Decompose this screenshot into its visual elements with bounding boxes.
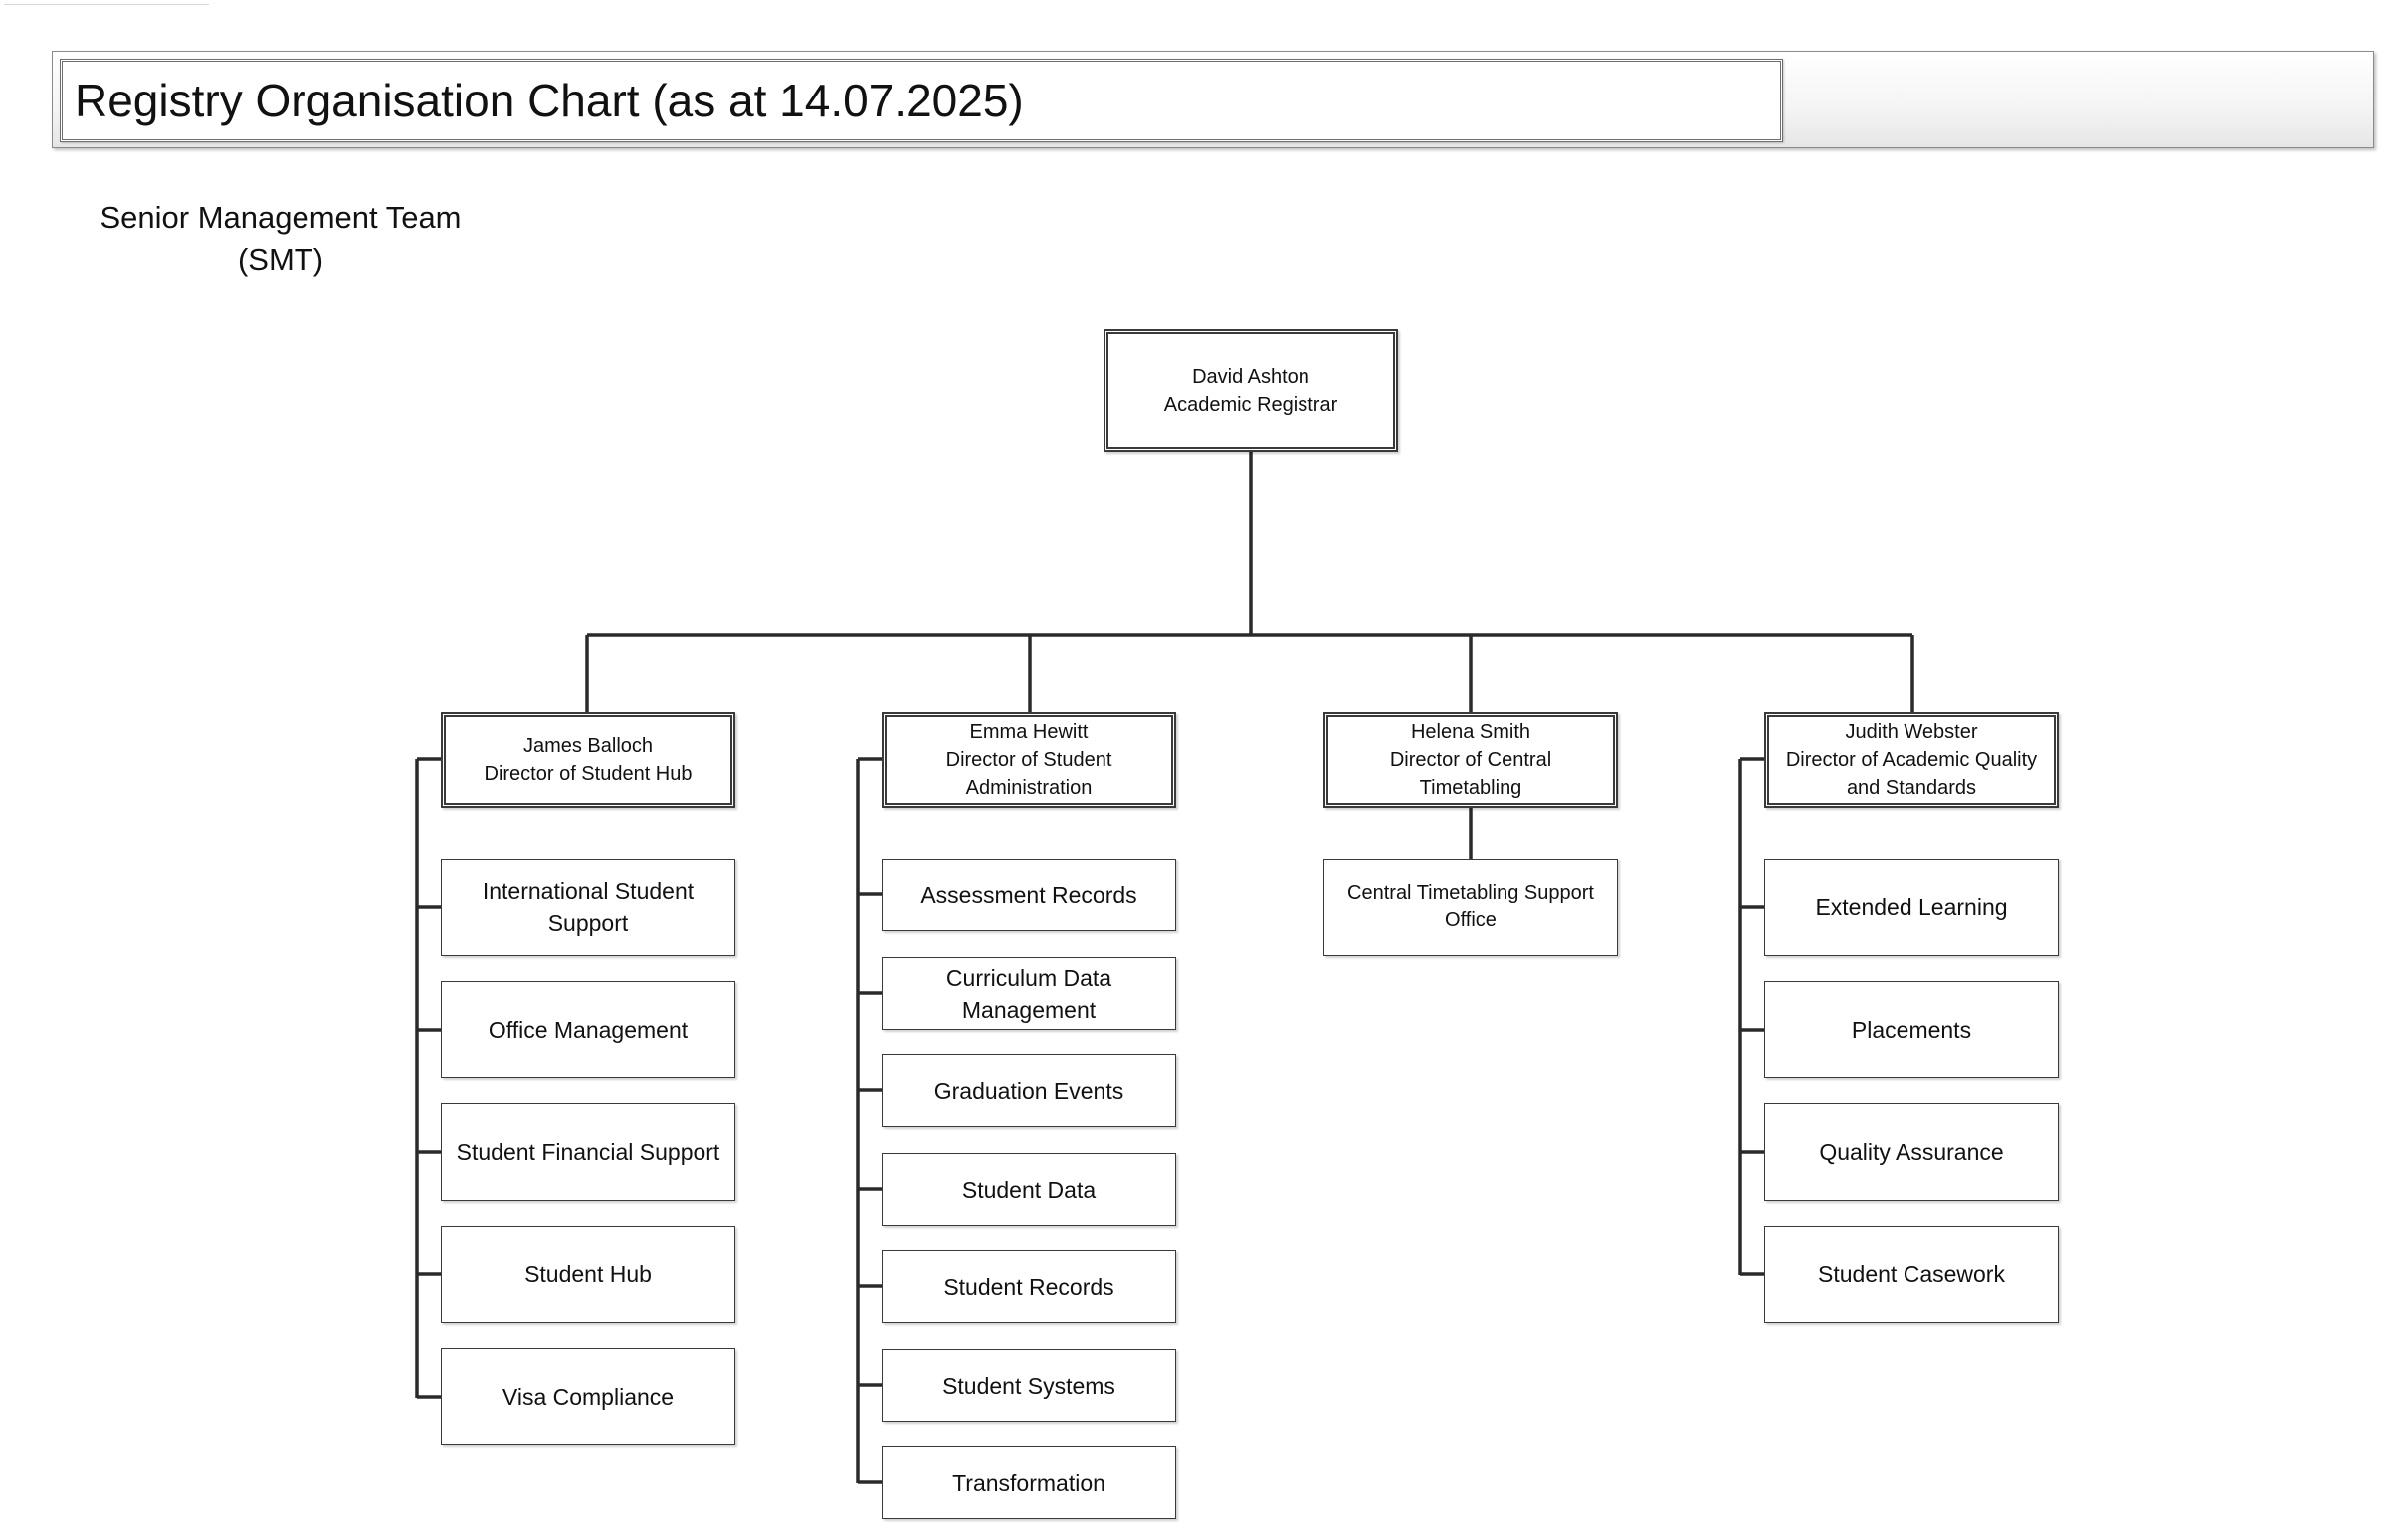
team-node-transformation: Transformation: [882, 1446, 1176, 1519]
team-label: Student Systems: [942, 1372, 1115, 1399]
team-label: Student Data: [961, 1176, 1097, 1203]
page-title: Registry Organisation Chart (as at 14.07…: [75, 75, 1024, 126]
team-label: Graduation Events: [933, 1077, 1124, 1104]
team-label: Quality Assurance: [1819, 1139, 2004, 1165]
director-role: Director of Student Hub: [484, 763, 693, 785]
team-node-international-student-support: International Student Support: [441, 859, 735, 956]
team-node-student-financial-support: Student Financial Support: [441, 1103, 735, 1201]
director-name: Judith Webster: [1845, 721, 1978, 743]
team-label: Office Management: [488, 1017, 689, 1043]
team-label: Student Hub: [524, 1261, 652, 1287]
team-label: Transformation: [952, 1469, 1105, 1496]
team-node-central-timetabling-support-office: Central Timetabling Support Office: [1323, 859, 1618, 956]
team-label: International Student Support: [482, 878, 695, 936]
team-node-student-hub: Student Hub: [441, 1226, 735, 1323]
team-node-visa-compliance: Visa Compliance: [441, 1348, 735, 1445]
team-label: Student Records: [943, 1273, 1114, 1300]
director-name: James Balloch: [522, 735, 654, 757]
team-node-graduation-events: Graduation Events: [882, 1054, 1176, 1127]
team-node-student-records: Student Records: [882, 1250, 1176, 1323]
team-node-assessment-records: Assessment Records: [882, 859, 1176, 931]
team-node-extended-learning: Extended Learning: [1764, 859, 2059, 956]
team-label: Student Casework: [1818, 1261, 2005, 1287]
director-role: Director of Academic Quality and Standar…: [1785, 749, 2038, 799]
team-label: Student Financial Support: [456, 1139, 720, 1165]
team-label: Curriculum Data Management: [945, 964, 1112, 1023]
director-name: Helena Smith: [1410, 721, 1531, 743]
team-node-student-casework: Student Casework: [1764, 1226, 2059, 1323]
director-role: Director of Student Administration: [945, 749, 1112, 799]
root-name: David Ashton: [1192, 365, 1309, 388]
director-name: Emma Hewitt: [969, 721, 1089, 743]
team-label: Extended Learning: [1815, 894, 2008, 920]
team-node-student-data: Student Data: [882, 1153, 1176, 1226]
team-label: Central Timetabling Support Office: [1347, 882, 1594, 931]
director-role: Director of Central Timetabling: [1389, 749, 1552, 799]
team-node-office-management: Office Management: [441, 981, 735, 1078]
smt-label: Senior Management Team (SMT): [66, 197, 496, 281]
team-label: Visa Compliance: [502, 1384, 675, 1410]
root-role: Academic Registrar: [1163, 393, 1338, 416]
team-label: Placements: [1851, 1017, 1972, 1043]
team-node-curriculum-data-management: Curriculum Data Management: [882, 957, 1176, 1030]
team-node-student-systems: Student Systems: [882, 1349, 1176, 1422]
team-node-quality-assurance: Quality Assurance: [1764, 1103, 2059, 1201]
page-corner-line: [4, 4, 209, 5]
title-box: Registry Organisation Chart (as at 14.07…: [60, 59, 1783, 142]
team-node-placements: Placements: [1764, 981, 2059, 1078]
smt-label-text: Senior Management Team (SMT): [100, 200, 462, 277]
team-label: Assessment Records: [920, 881, 1137, 908]
